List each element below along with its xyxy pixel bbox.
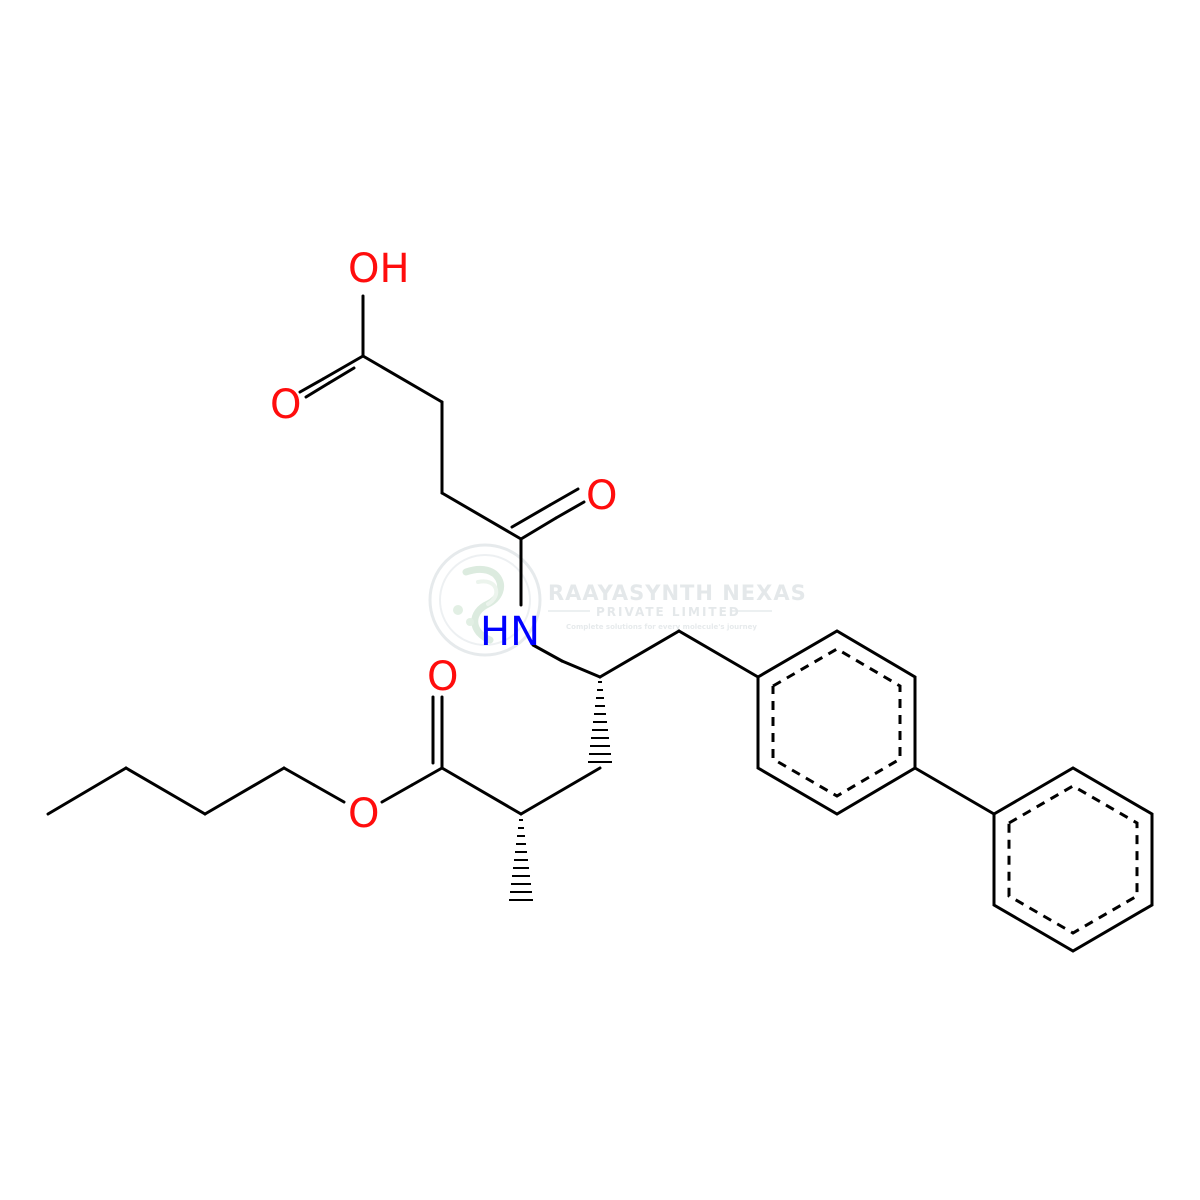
bond-acid-co-b [327,366,356,385]
bond-amide-co-b [510,503,552,529]
atom-ester-carbonyl-o: O [427,654,458,700]
atom-amide-nh: HN [480,609,540,655]
ring-2-aromatic [1007,784,1139,935]
bond-amide-co-b2 [548,487,580,507]
bond-cchiral2-ester [440,766,523,816]
bond-ester-co-single2 [380,783,414,804]
bond-ch2-ring [677,629,760,679]
bond-ester-co-single [410,766,444,787]
hash-wedge-1 [588,681,612,763]
watermark-company-name: RAAYASYNTH NEXAS [548,581,807,605]
watermark-logo-icon [428,543,542,657]
bond-ch2-cchiral2 [519,766,602,816]
atom-amide-carbonyl-o: O [586,473,617,519]
atom-acid-carbonyl-o: O [270,382,301,428]
bond-cchiral-ch2 [598,629,681,679]
bond-acid-co-a2 [298,377,325,394]
bond-amide-co-a [519,516,558,541]
bond-butyl-1 [203,766,286,816]
bond-n-cchiral [531,643,564,663]
bond-ring-ring [913,766,996,816]
ring-1 [756,629,917,816]
ring-1-aromatic [771,647,902,798]
bond-o-butyl2 [282,766,316,787]
bond-c1-c2 [361,354,444,404]
atom-hydroxyl: OH [348,246,410,292]
watermark-subtitle: PRIVATE LIMITED [596,605,741,619]
bond-butyl-2 [124,766,207,816]
bond-acid-co-b2 [304,381,331,399]
watermark-tagline: Complete solutions for every molecule's … [566,623,757,631]
watermark: RAAYASYNTH NEXAS PRIVATE LIMITED Complet… [428,543,807,657]
bonds [46,294,1154,953]
hash-wedge-2 [509,819,533,901]
bond-acid-co-a [321,354,365,381]
atom-ester-o: O [348,791,379,837]
bond-n-cchiral2 [560,659,602,679]
bond-butyl-3 [46,766,128,816]
ring-2 [992,766,1154,953]
atom-labels: OH O O HN O O [270,246,617,837]
bond-amide-co-a2 [554,500,586,520]
bond-o-butyl [312,783,346,804]
bond-c3-c4 [440,491,523,541]
